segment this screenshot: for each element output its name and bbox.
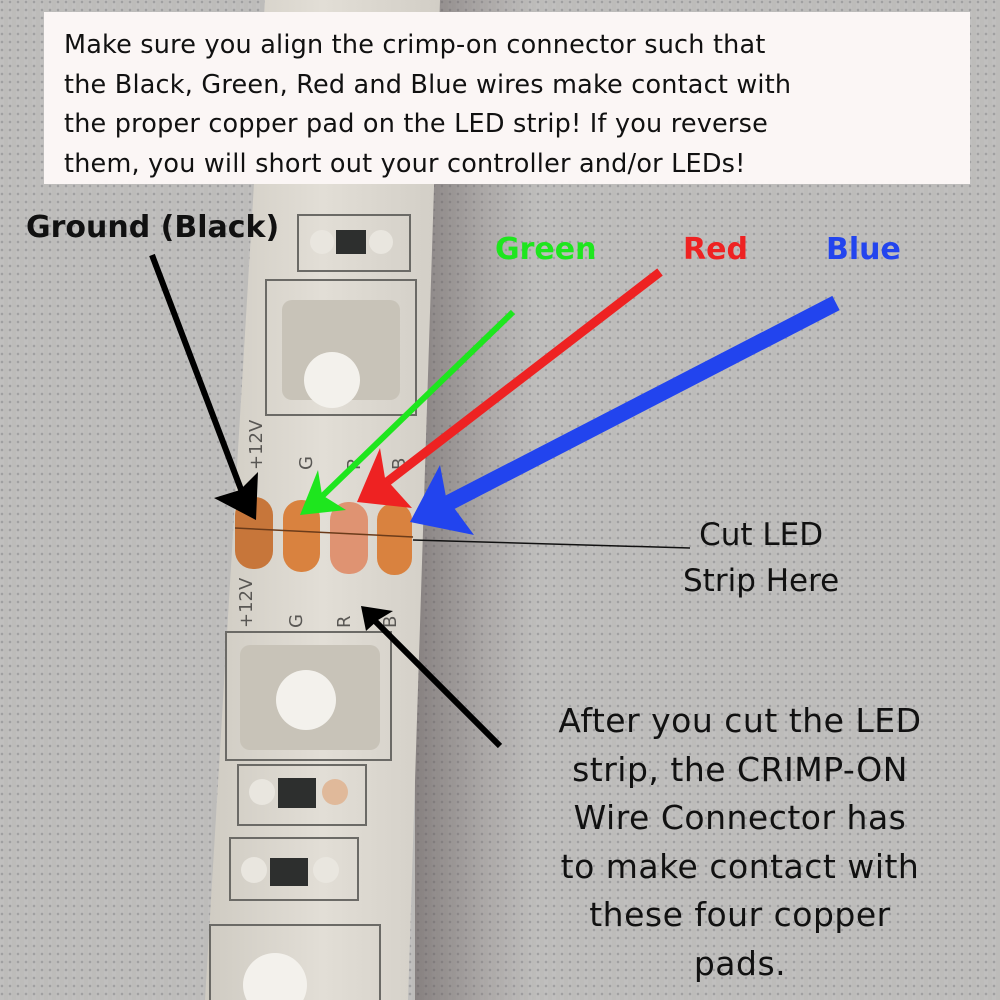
pad-label-bottom-b: B (380, 616, 401, 628)
led-chip-bottom (209, 924, 381, 1000)
copper-pad-ground (235, 497, 273, 569)
warning-notice-text: Make sure you align the crimp-on connect… (64, 30, 792, 179)
red-arrow (357, 268, 663, 508)
copper-pad-green (283, 500, 320, 572)
copper-pad-blue (377, 503, 412, 575)
green-arrow (300, 309, 516, 515)
ground-black-label: Ground (Black) (26, 210, 280, 245)
blue-label: Blue (826, 232, 901, 267)
cut-line-on-pads (234, 527, 414, 538)
led-chip-upper (265, 279, 417, 416)
pad-label-top-g: G (296, 456, 317, 470)
warning-notice-box: Make sure you align the crimp-on connect… (44, 12, 970, 184)
pad-label-bottom-g: G (286, 614, 307, 628)
cut-pointer-line (412, 539, 691, 549)
ground-arrow (149, 253, 258, 520)
red-label: Red (683, 232, 748, 267)
green-label: Green (495, 232, 597, 267)
resistor-top (297, 214, 411, 272)
after-cut-instructions: After you cut the LED strip, the CRIMP-O… (558, 701, 922, 983)
pad-label-bottom-12v: +12V (236, 577, 257, 628)
after-cut-arrow (361, 606, 503, 749)
cut-strip-here-label: Cut LED Strip Here (683, 517, 840, 599)
led-chip-lower (225, 631, 392, 761)
blue-arrow (410, 295, 840, 535)
pad-label-bottom-r: R (334, 615, 355, 628)
resistor-lower-2 (229, 837, 359, 901)
pad-label-top-12v: +12V (246, 419, 267, 470)
copper-pads (235, 497, 412, 575)
copper-pad-red (330, 502, 368, 574)
resistor-lower-1 (237, 764, 367, 826)
